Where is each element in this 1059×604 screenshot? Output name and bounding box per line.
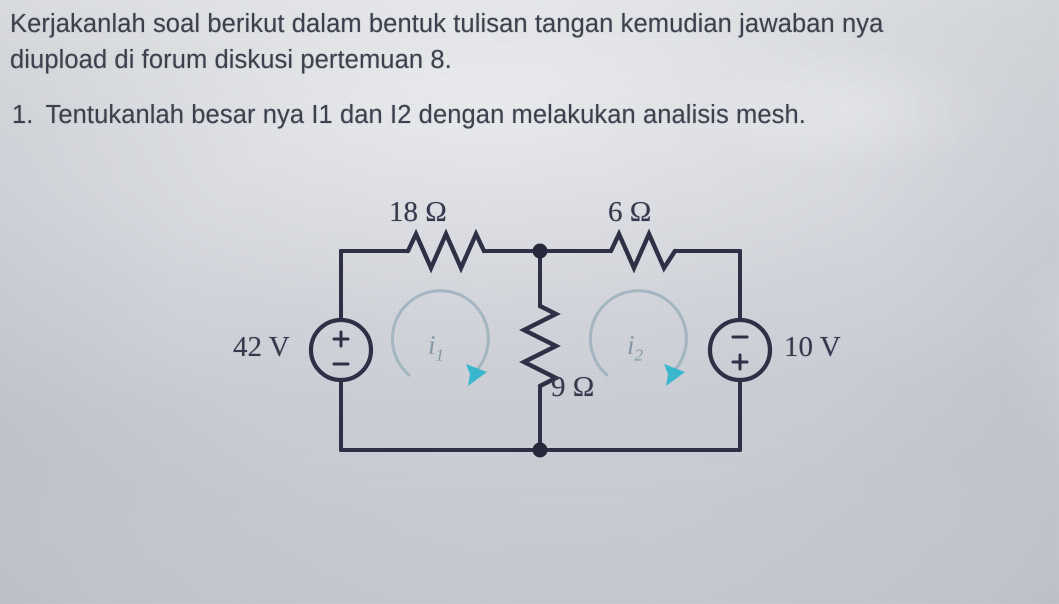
circuit-schematic-svg <box>308 228 773 458</box>
voltage-source-10v-body <box>707 317 773 383</box>
resistor-6-ohm-symbol <box>608 228 678 274</box>
polarity-plus-42v <box>332 330 350 348</box>
label-voltage-source-42v: 42 V <box>233 331 290 363</box>
mesh-2-subscript: 2 <box>634 345 644 365</box>
node-dot-top-center <box>532 243 548 259</box>
mesh-1-symbol: i <box>428 330 436 360</box>
polarity-plus-10v <box>731 353 749 371</box>
circuit-diagram: 18 Ω 6 Ω 9 Ω 42 V 10 V i1 i2 <box>0 160 1059 500</box>
label-resistor-6-ohm: 6 Ω <box>608 196 652 228</box>
node-dot-bottom-center <box>532 442 548 458</box>
problem-statement: Kerjakanlah soal berikut dalam bentuk tu… <box>10 6 1059 133</box>
mesh-1-arrowhead <box>466 364 487 386</box>
mesh-1-arc <box>390 289 490 377</box>
resistor-9-ohm-symbol <box>519 303 561 389</box>
question-text: Tentukanlah besar nya I1 dan I2 dengan m… <box>45 101 806 129</box>
mesh-2-symbol: i <box>627 330 635 360</box>
mesh-2-arc <box>588 289 688 377</box>
instruction-line-2: diupload di forum diskusi pertemuan 8. <box>10 46 452 74</box>
question-item-1: 1. Tentukanlah besar nya I1 dan I2 dengan… <box>10 97 1059 133</box>
label-mesh-current-1: i1 <box>428 330 444 365</box>
label-resistor-18-ohm: 18 Ω <box>389 196 447 228</box>
label-mesh-current-2: i2 <box>627 330 643 365</box>
mesh-1-subscript: 1 <box>435 345 445 365</box>
label-voltage-source-10v: 10 V <box>784 331 841 363</box>
voltage-source-42v-body <box>308 317 374 383</box>
resistor-18-ohm-symbol <box>405 228 487 274</box>
question-number: 1. <box>12 101 34 129</box>
mesh-2-arrowhead <box>664 364 685 386</box>
instruction-line-1: Kerjakanlah soal berikut dalam bentuk tu… <box>10 10 884 38</box>
label-resistor-9-ohm: 9 Ω <box>551 371 595 403</box>
